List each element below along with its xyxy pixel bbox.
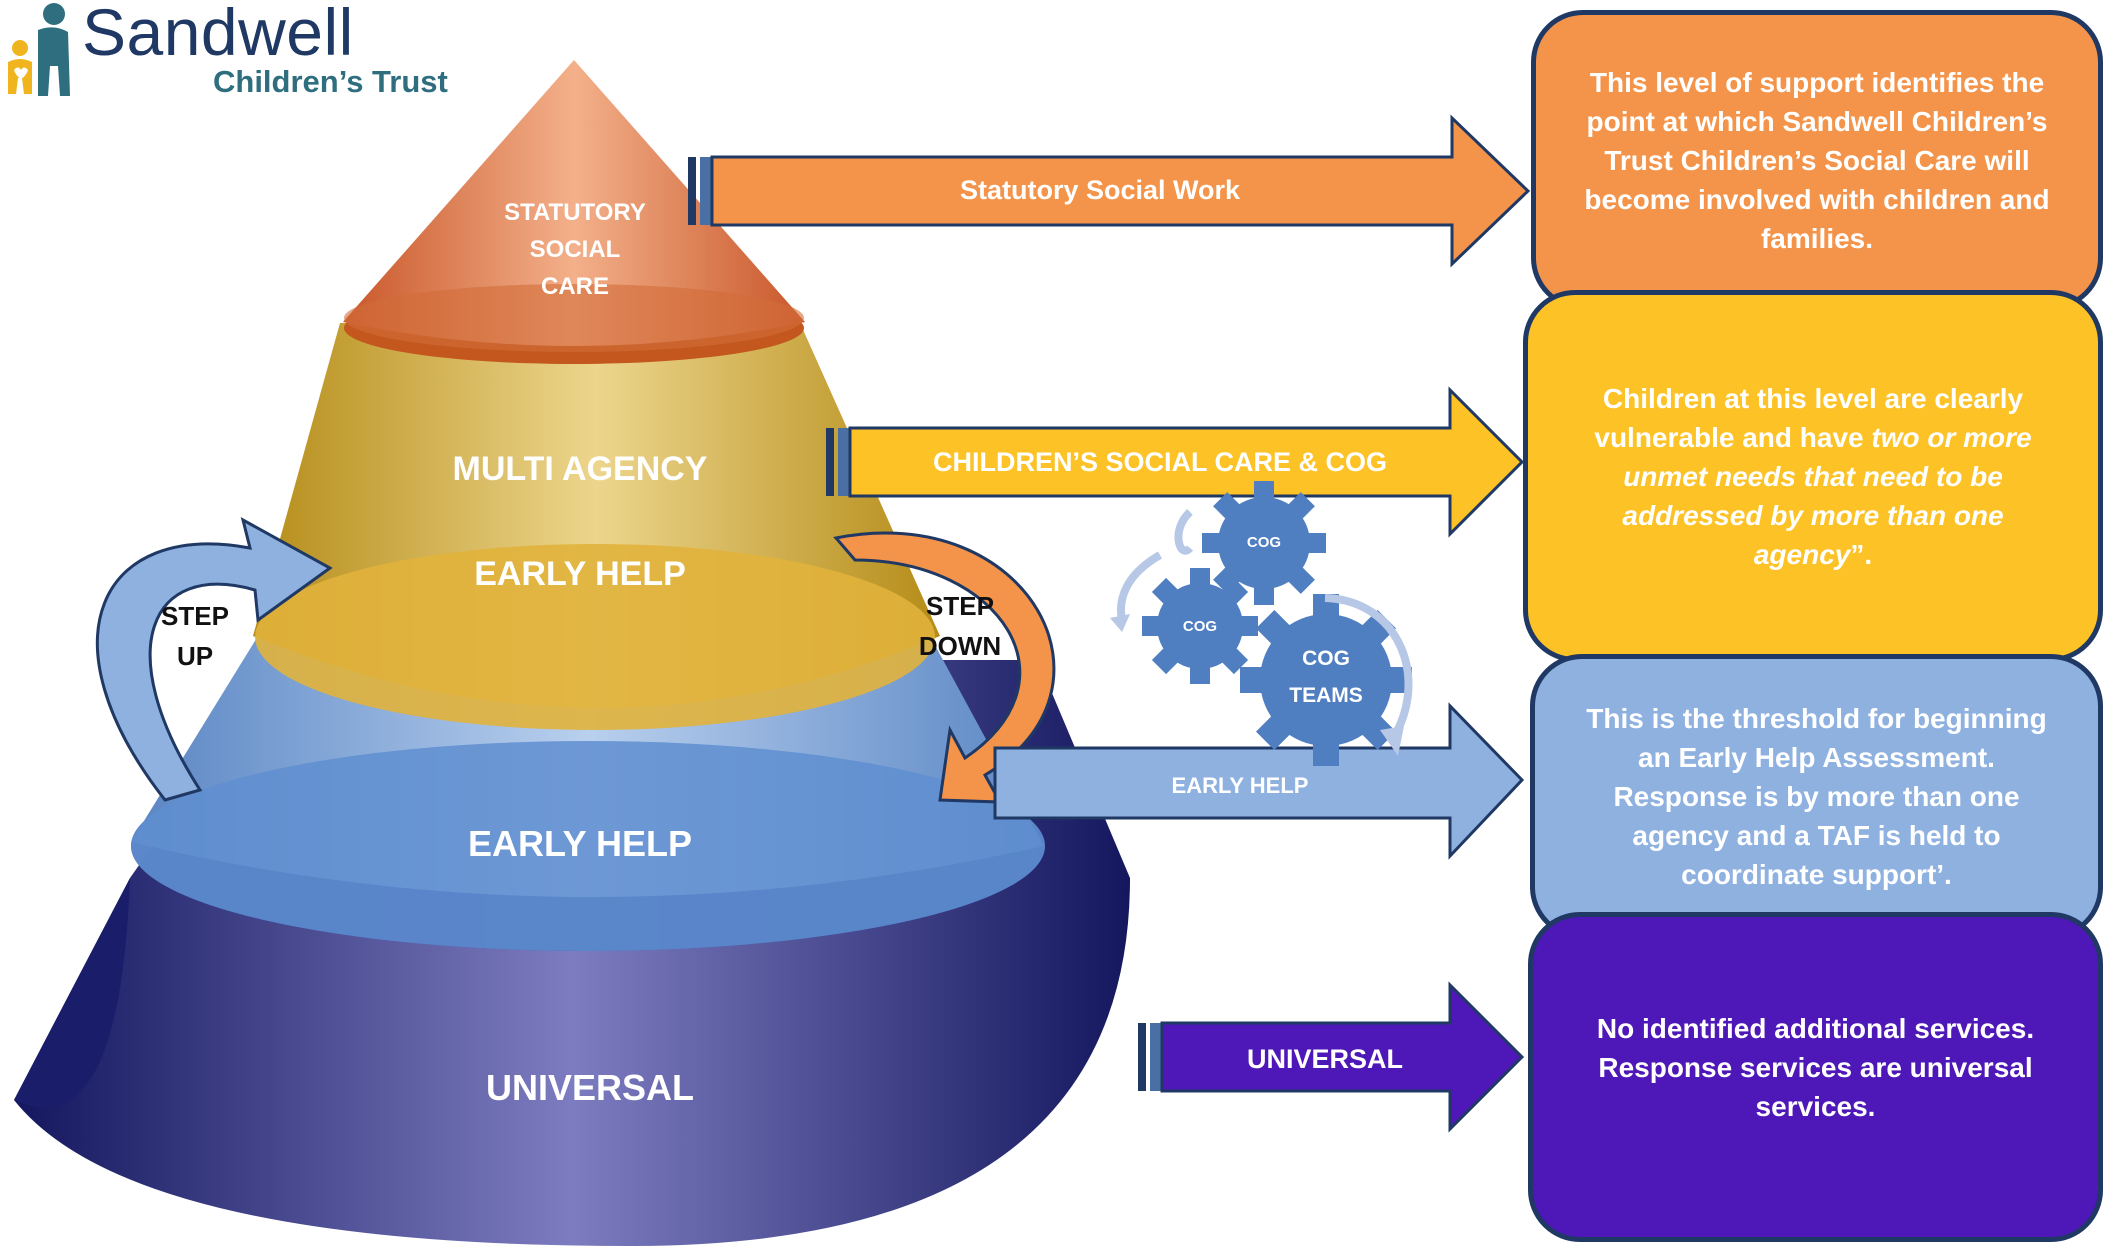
statutory-arrow [710, 114, 1531, 268]
cog-label-1: COG [1246, 534, 1282, 551]
desc-box-early-help: This is the threshold for beginning an E… [1530, 654, 2103, 939]
label-multi-agency: MULTI AGENCY [452, 450, 708, 488]
cog-small-top [1202, 481, 1326, 605]
desc-universal-text: No identified additional services. Respo… [1596, 1013, 2035, 1122]
desc-early-help-text: This is the threshold for beginning an E… [1586, 703, 2047, 890]
desc-statutory-text: This level of support identifies the poi… [1584, 66, 2050, 254]
logo-figure-icon [8, 3, 70, 96]
arrow-label-universal: UNIVERSAL [1246, 1044, 1403, 1074]
csc-cog-arrow [848, 386, 1525, 538]
cog-label-teams: COG TEAMS [1289, 647, 1363, 707]
step-up-arrow [96, 517, 333, 802]
label-step-up: STEP UP [161, 601, 229, 671]
early-help-ellipse [131, 741, 1045, 951]
arrow-label-csc-cog: CHILDREN’S SOCIAL CARE & COG [932, 447, 1388, 477]
desc-box-statutory: This level of support identifies the poi… [1531, 10, 2103, 310]
label-step-down: STEP DOWN [918, 591, 1002, 661]
label-universal: UNIVERSAL [485, 1067, 695, 1108]
desc-multi-agency-text: Children at this level are clearly vulne… [1594, 382, 2032, 570]
label-statutory-social-care: STATUTORY SOCIAL CARE [504, 199, 646, 300]
early-help-arrow [993, 702, 1525, 860]
arrow-label-early-help: EARLY HELP [1171, 773, 1309, 798]
desc-box-universal: No identified additional services. Respo… [1528, 912, 2103, 1242]
desc-box-multi-agency: Children at this level are clearly vulne… [1523, 290, 2103, 662]
multi-agency-ellipse [255, 544, 935, 730]
cog-label-2: COG [1182, 618, 1218, 635]
label-early-help-upper: EARLY HELP [474, 555, 686, 593]
statutory-cone [343, 60, 805, 346]
logo-subtitle: Children’s Trust [213, 64, 448, 99]
logo-name: Sandwell [82, 0, 354, 69]
cog-teams [1240, 594, 1412, 766]
label-early-help-lower: EARLY HELP [467, 823, 693, 864]
step-down-arrow [833, 531, 1056, 804]
arrow-label-statutory: Statutory Social Work [959, 175, 1241, 205]
universal-arrow [1160, 981, 1525, 1133]
